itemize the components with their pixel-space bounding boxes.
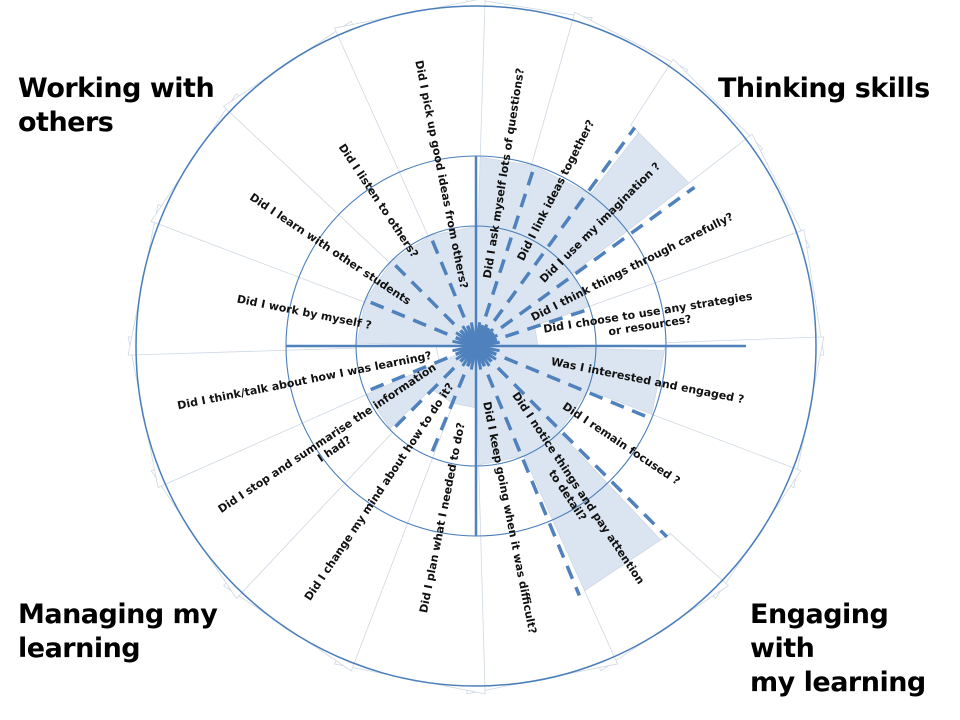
heading-working-with-others: Working with others: [18, 72, 215, 140]
dashed-spoke: [428, 352, 475, 458]
dashed-spoke: [364, 298, 470, 345]
question-card: [531, 11, 689, 195]
dashed-spoke: [482, 347, 653, 421]
quadrant-axes: [286, 156, 746, 536]
center-ray: [481, 349, 497, 361]
question-card: [574, 533, 730, 672]
heading-thinking-skills: Thinking skills: [718, 72, 930, 106]
sector-fill: [476, 165, 588, 346]
center-ray: [452, 339, 469, 346]
dashed-spoke: [389, 259, 472, 342]
question-card: [333, 402, 486, 695]
dashed-spoke: [364, 347, 470, 394]
question-card: [558, 389, 802, 600]
sector-fill: [391, 235, 476, 346]
center-ray: [452, 346, 469, 353]
dashed-spoke: [480, 350, 669, 539]
center-ray: [469, 322, 476, 339]
sector-fill: [476, 346, 667, 596]
dashed-spoke: [477, 352, 581, 597]
question-card: [127, 336, 440, 489]
center-ray: [455, 349, 471, 361]
center-ray: [469, 353, 476, 370]
question-card: [150, 92, 394, 303]
heading-line: others: [18, 107, 114, 138]
center-ray: [461, 325, 473, 341]
heading-line: Thinking skills: [718, 73, 930, 104]
question-card: [333, 0, 486, 237]
question-card: [127, 203, 367, 356]
sector-fill: [365, 346, 476, 431]
heading-line: Engaging with: [750, 599, 889, 664]
dashed-spokes: [364, 126, 696, 597]
center-ray: [476, 353, 483, 370]
dashed-spoke: [479, 126, 637, 341]
center-ray: [483, 340, 500, 347]
sector-fill: [476, 275, 591, 346]
question-cards: [127, 0, 825, 695]
center-ray: [461, 351, 473, 367]
question-card: [649, 336, 825, 489]
sector-fill: [476, 346, 666, 419]
heading-line: Working with: [18, 73, 215, 104]
question-card: [222, 20, 433, 264]
center-hub: [467, 337, 485, 355]
sector-fill: [476, 346, 587, 431]
heading-line: my learning: [750, 667, 926, 698]
outer-circle: [135, 5, 817, 687]
dashed-spoke: [481, 185, 696, 343]
dashed-spoke: [476, 164, 537, 339]
question-card: [571, 133, 811, 312]
question-card: [150, 389, 394, 600]
sector-fill: [365, 261, 476, 346]
sector-fill: [476, 127, 695, 346]
center-ray: [483, 346, 500, 353]
question-card: [534, 229, 825, 356]
center-ray: [455, 331, 471, 343]
dashed-spoke: [389, 350, 472, 433]
dashed-spoke: [483, 307, 591, 346]
question-card: [222, 388, 454, 672]
heading-line: learning: [18, 633, 141, 664]
heading-engaging-with-my-learning: Engaging with my learning: [750, 598, 960, 700]
heading-managing-my-learning: Managing my learning: [18, 598, 218, 666]
question-card: [466, 455, 619, 695]
dashed-spoke: [428, 234, 475, 340]
sector-fill: [476, 156, 535, 346]
heading-line: Managing my: [18, 599, 218, 630]
center-ray: [479, 351, 491, 367]
